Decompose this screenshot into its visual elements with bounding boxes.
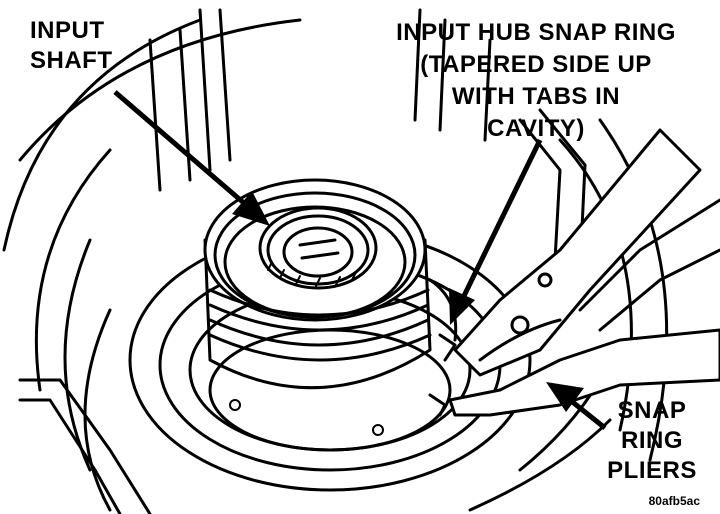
label-pliers-line-3: PLIERS bbox=[607, 457, 697, 484]
callout-arrow-input-shaft bbox=[113, 90, 270, 226]
label-pliers-line-2: RING bbox=[621, 427, 683, 454]
input-shaft bbox=[258, 206, 378, 290]
label-snap-ring-line-3: WITH TABS IN bbox=[452, 83, 620, 110]
snap-ring-pliers bbox=[448, 128, 720, 417]
label-pliers: SNAP RING PLIERS bbox=[607, 397, 697, 484]
callout-arrow-pliers bbox=[546, 382, 607, 430]
label-input-shaft-line-2: SHAFT bbox=[30, 47, 113, 74]
transmission-housing bbox=[2, 8, 669, 514]
figure-id: 80afb5ac bbox=[649, 494, 701, 508]
callout-arrow-snap-ring bbox=[449, 138, 543, 325]
label-input-shaft-line-1: INPUT bbox=[30, 17, 105, 44]
label-input-shaft: INPUT SHAFT bbox=[30, 17, 113, 74]
label-snap-ring-line-2: (TAPERED SIDE UP bbox=[420, 51, 652, 78]
label-snap-ring: INPUT HUB SNAP RING (TAPERED SIDE UP WIT… bbox=[396, 19, 676, 142]
label-snap-ring-line-1: INPUT HUB SNAP RING bbox=[396, 19, 676, 46]
label-snap-ring-line-4: CAVITY) bbox=[487, 115, 585, 142]
label-pliers-line-1: SNAP bbox=[618, 397, 687, 424]
